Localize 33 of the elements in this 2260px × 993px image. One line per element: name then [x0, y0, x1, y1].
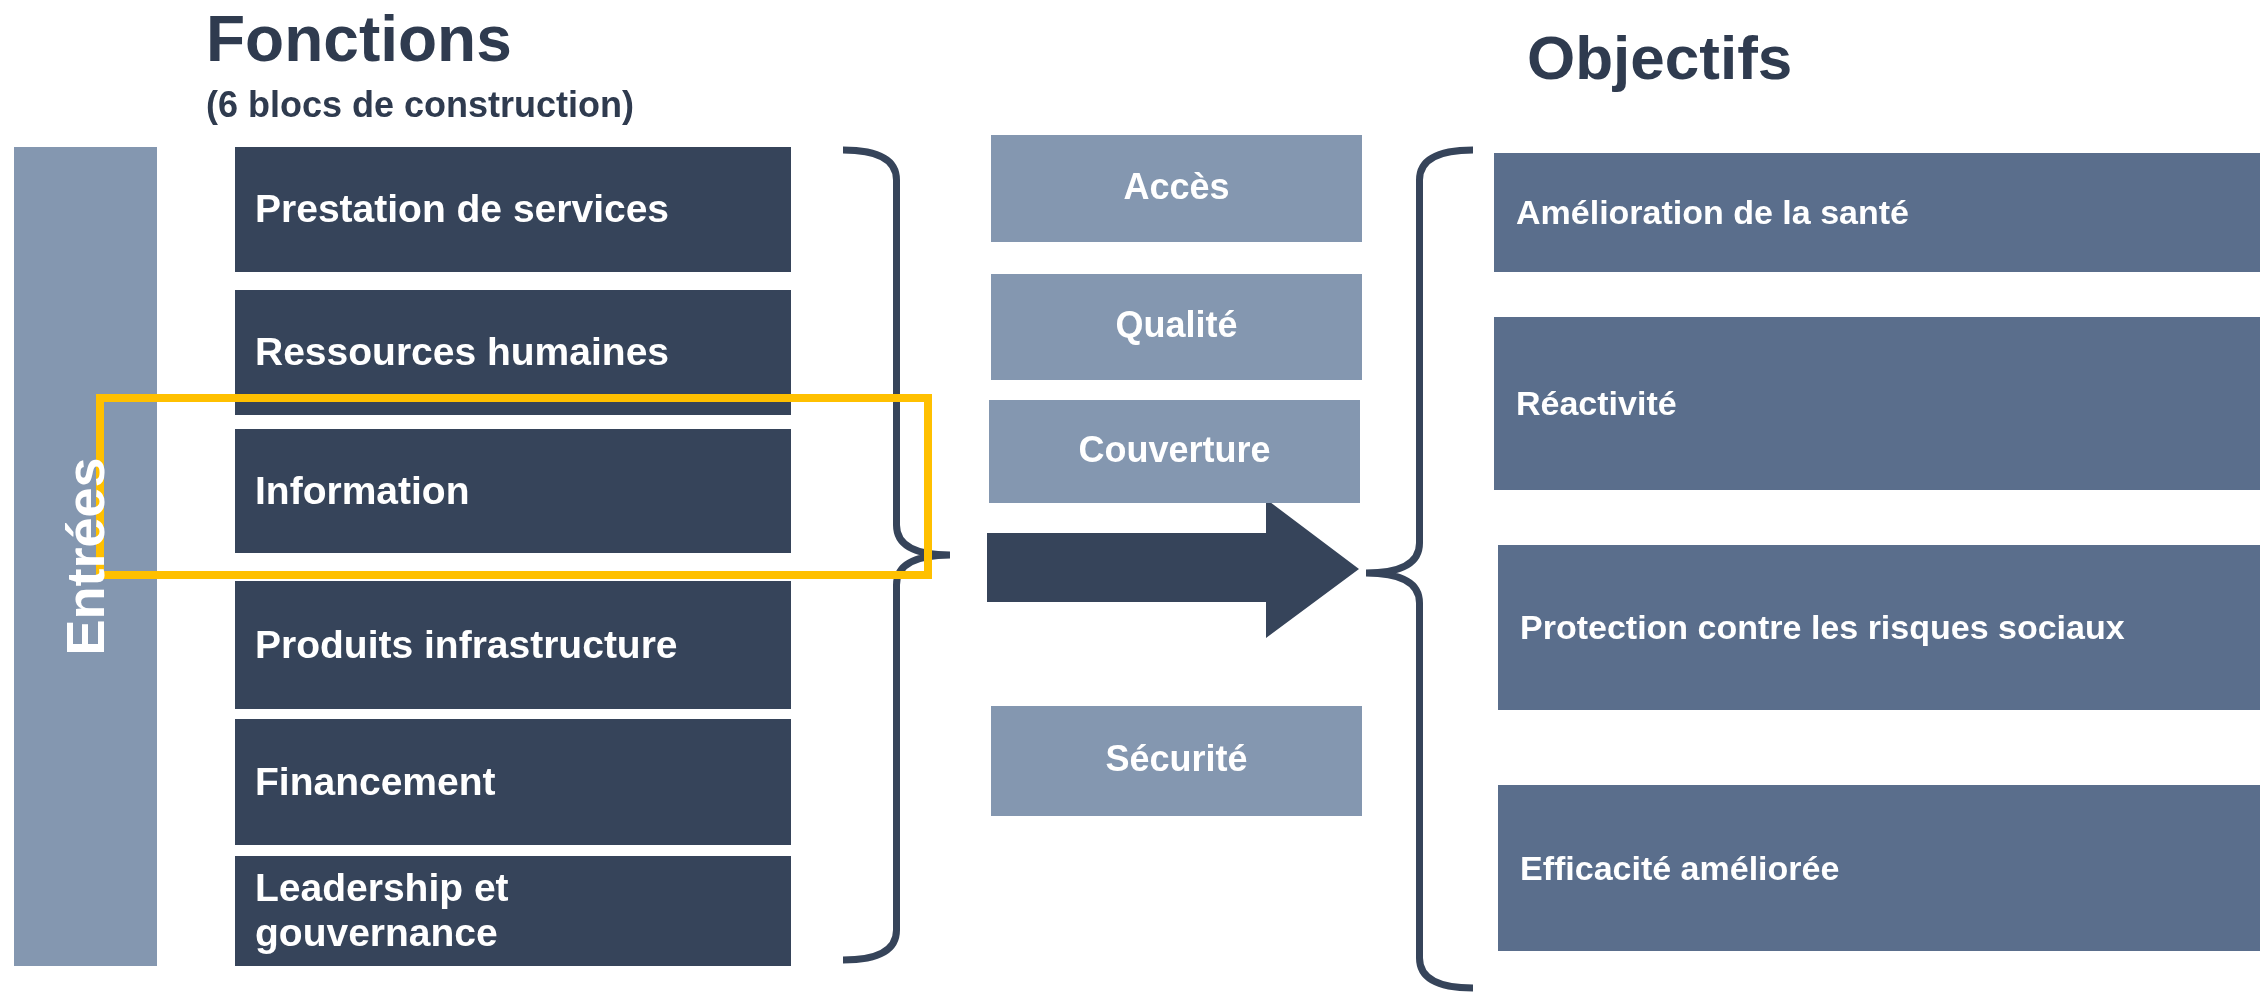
heading: Fonctions	[206, 2, 512, 76]
box-label: Sécurité	[1105, 737, 1248, 781]
function-box	[235, 429, 791, 553]
function-box	[235, 581, 791, 709]
box-label: Protection contre les risques sociaux	[1520, 607, 2125, 648]
attribute-box	[991, 135, 1362, 242]
function-box	[235, 856, 791, 966]
box-label: Couverture	[1078, 427, 1271, 472]
attribute-box	[989, 400, 1360, 503]
goal-box	[1494, 317, 2260, 490]
function-box	[235, 147, 791, 272]
subheading: (6 blocs de construction)	[206, 84, 635, 126]
box-label: Produits infrastructure	[255, 622, 678, 668]
attribute-box	[991, 706, 1362, 816]
goal-box	[1494, 153, 2260, 272]
function-box	[235, 290, 791, 415]
goal-box	[1498, 545, 2260, 710]
side-bar	[14, 147, 157, 966]
heading: Objectifs	[1527, 22, 1793, 93]
function-box	[235, 719, 791, 845]
box-label: Réactivité	[1516, 383, 1677, 424]
box-label: Entrées	[54, 457, 117, 656]
box-label: Financement	[255, 759, 496, 805]
box-label: Amélioration de la santé	[1516, 192, 1909, 233]
box-label: Qualité	[1115, 303, 1238, 347]
goal-box	[1498, 785, 2260, 951]
box-label: Prestation de services	[255, 187, 670, 232]
box-label: Efficacité améliorée	[1520, 847, 1840, 889]
attribute-box	[991, 274, 1362, 380]
box-label: Information	[255, 468, 470, 514]
box-label: Leadership et gouvernance	[255, 866, 510, 956]
box-label: Accès	[1123, 164, 1230, 209]
box-label: Ressources humaines	[255, 330, 669, 375]
